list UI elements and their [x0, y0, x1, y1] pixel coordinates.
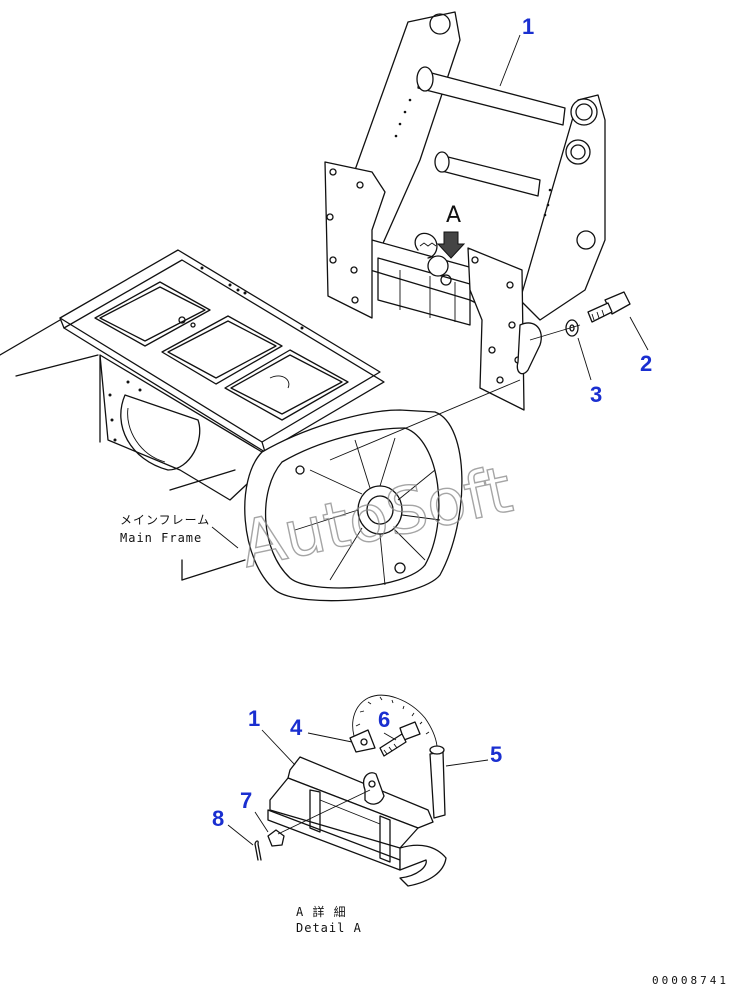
detail-caption-jp: A 詳 細	[296, 904, 347, 919]
hitch-bracket-part-1: A	[324, 11, 606, 411]
callout-part-3: 3	[590, 382, 602, 407]
bolt-part-2	[587, 291, 631, 323]
detail-chain	[352, 694, 438, 747]
callout-part-1: 1	[522, 14, 534, 39]
main-frame	[0, 249, 521, 602]
detail-callout-part-8: 8	[212, 806, 224, 831]
rivet-dots	[394, 98, 552, 217]
callout-part-2: 2	[640, 351, 652, 376]
detail-callout-part-1: 1	[248, 706, 260, 731]
main-frame-label-jp: メインフレーム	[120, 513, 210, 527]
detail-callout-part-6: 6	[378, 707, 390, 732]
detail-callout-part-4: 4	[290, 715, 303, 740]
detail-callout-part-5: 5	[490, 742, 502, 767]
document-number: 00008741	[652, 974, 729, 987]
detail-a-view	[227, 694, 489, 887]
washer-part-3	[565, 319, 579, 337]
hitch-pin-cluster	[414, 232, 452, 286]
detail-caption-en: Detail A	[296, 921, 362, 935]
housing-spokes	[294, 437, 441, 586]
view-marker-a: A	[446, 203, 461, 228]
main-frame-label-en: Main Frame	[120, 531, 202, 545]
view-arrow-a: A	[436, 203, 466, 259]
detail-callout-part-7: 7	[240, 788, 252, 813]
